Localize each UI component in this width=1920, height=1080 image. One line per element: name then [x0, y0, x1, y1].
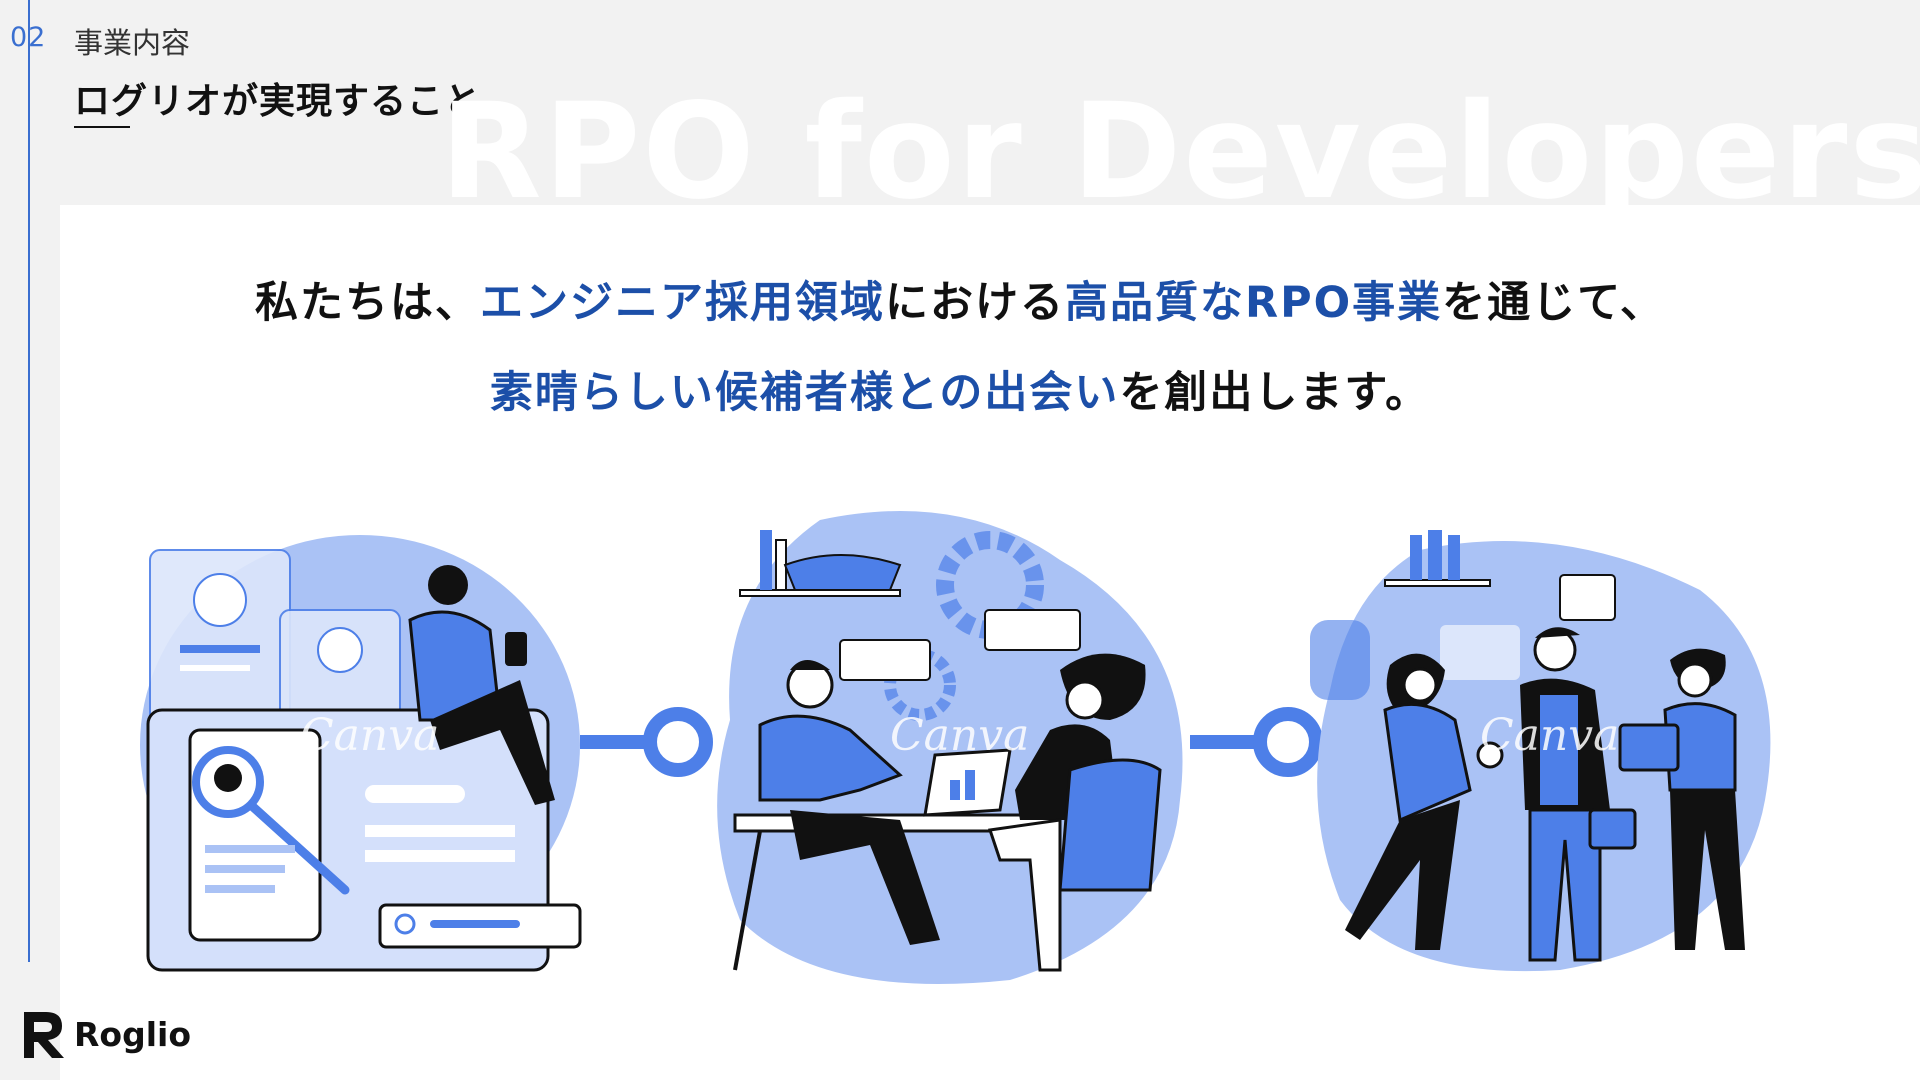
lead-text: 私たちは、	[254, 278, 480, 328]
title-underline	[74, 126, 130, 128]
team-meeting-illustration	[717, 511, 1183, 984]
connector-2	[1190, 707, 1323, 777]
side-rule	[28, 0, 30, 962]
roglio-logo: Roglio	[20, 1008, 191, 1060]
canva-mark: Canva	[890, 710, 1029, 761]
illustration-row: Canva Canva Canva	[140, 511, 1771, 984]
lead-highlight: 素晴らしい候補者様との出会い	[489, 368, 1120, 418]
connector-1	[580, 707, 713, 777]
section-number: 02	[10, 22, 47, 53]
handshake-illustration	[1310, 530, 1771, 972]
logo-text: Roglio	[74, 1014, 191, 1054]
lead-line-1: 私たちは、エンジニア採用領域における高品質なRPO事業を通じて、	[0, 268, 1920, 330]
lead-text: における	[884, 278, 1065, 328]
canva-mark: Canva	[300, 710, 439, 761]
watermark-text: RPO for Developers	[440, 75, 1920, 229]
section-label: 事業内容	[74, 26, 191, 60]
lead-text: を通じて、	[1442, 278, 1666, 328]
lead-text: を創出します。	[1119, 368, 1431, 418]
canva-mark: Canva	[1480, 710, 1619, 761]
lead-highlight: 高品質なRPO事業	[1064, 278, 1443, 328]
lead-line-2: 素晴らしい候補者様との出会いを創出します。	[0, 358, 1920, 420]
page-title: ログリオが実現すること	[74, 81, 482, 122]
roglio-logo-icon	[24, 1012, 64, 1058]
candidate-search-illustration	[140, 535, 582, 972]
lead-highlight: エンジニア採用領域	[479, 278, 885, 328]
